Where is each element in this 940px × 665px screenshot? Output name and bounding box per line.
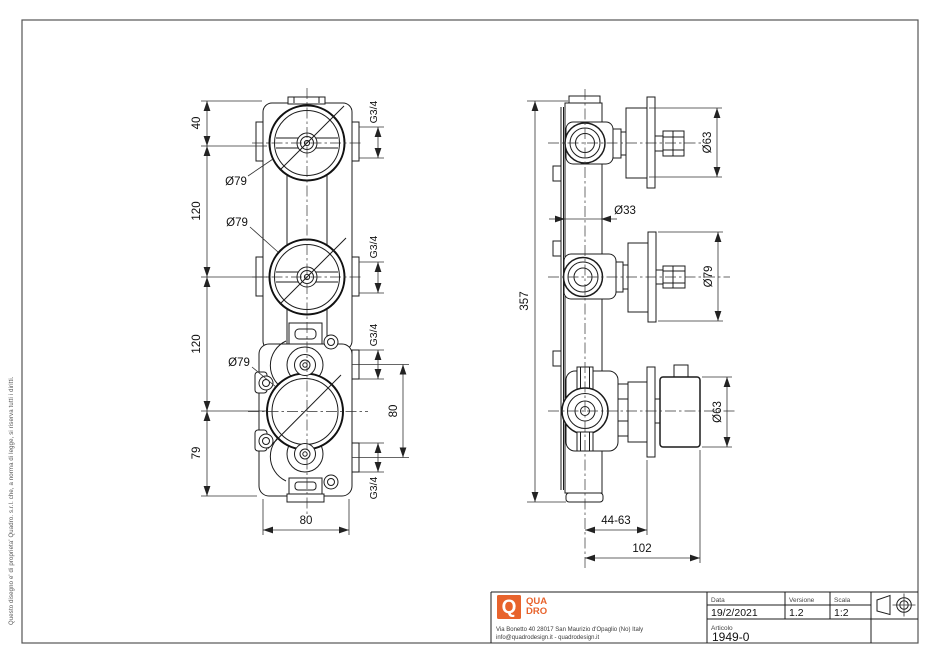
dia-label-63-bottom: Ø63 [712,401,724,423]
field-versione-label: Versione [789,597,815,604]
side-view: 357 Ø33 Ø63 Ø79 Ø63 [519,89,737,568]
side-top-trim-dim: Ø63 [649,107,722,178]
dia-label-top: Ø79 [225,176,247,188]
company-address: Via Bonetto 40 28017 San Maurizio d'Opag… [496,627,643,633]
drawing-frame [21,19,919,644]
dim-label-102: 102 [632,543,651,555]
front-view: 40 120 120 79 Ø79 Ø79 Ø79 G3/4 G3/4 [191,88,409,535]
side-middle-trim-dim: Ø79 [658,231,723,322]
field-data-value: 19/2/2021 [711,607,758,619]
dia-label-63-top: Ø63 [702,132,714,154]
thread-label-bottom-lower: G3/4 [368,476,380,499]
dia-label-33: Ø33 [614,205,636,217]
quadro-logo: Q QUA DRO [497,595,547,619]
front-thermostatic-assembly [254,322,360,503]
thread-label-middle: G3/4 [368,235,380,258]
copyright-note: Questo disegno e' di proprieta' Quadro. … [9,376,15,625]
company-contacts: info@quadrodesign.it - quadrodesign.it [496,635,599,641]
dia-label-middle: Ø79 [226,217,248,229]
front-dimension-chain: 40 120 120 79 [191,100,267,497]
field-versione-value: 1.2 [789,607,804,619]
dim-label-79: 79 [191,447,203,460]
side-body-dia-dim: Ø33 [549,205,636,223]
logo-text-line2: DRO [526,606,547,617]
dim-label-80-right: 80 [388,405,400,418]
front-port-spacing-dim: 80 [352,364,409,458]
dim-label-120a: 120 [191,201,203,220]
dim-label-357: 357 [519,291,531,310]
thread-label-top: G3/4 [368,100,380,123]
front-width-dim: 80 [262,499,350,535]
logo-q: Q [502,597,517,618]
field-scala-label: Scala [834,597,851,604]
dim-label-40: 40 [191,117,203,130]
side-handle-dia-dim: Ø63 [702,376,732,448]
front-diameter-callouts: Ø79 Ø79 Ø79 [225,158,279,388]
field-articolo-value: 1949-0 [712,630,750,644]
projection-symbol-icon [876,593,916,617]
side-depth-range-dim: 44-63 [585,460,648,535]
dim-label-44-63: 44-63 [601,515,630,527]
title-block: Q QUA DRO Via Bonetto 40 28017 San Mauri… [490,591,918,644]
mounting-screws [258,334,339,490]
front-thread-callouts: G3/4 G3/4 G3/4 G3/4 [359,100,384,499]
dia-label-79-side: Ø79 [703,266,715,288]
field-data-label: Data [711,597,725,604]
dim-label-120b: 120 [191,334,203,353]
dia-label-bottom: Ø79 [228,357,250,369]
logo-square [497,595,521,619]
side-valve-middle [562,231,686,323]
side-total-depth-dim: 102 [585,450,701,563]
dim-label-80-bottom: 80 [300,515,313,527]
logo-text-line1: QUA [526,596,547,607]
field-articolo-label: Articolo [711,625,733,632]
front-knob-middle [268,237,347,316]
side-height-dim: 357 [519,100,568,503]
thread-label-bottom-upper: G3/4 [368,323,380,346]
field-scala-value: 1:2 [834,607,849,619]
